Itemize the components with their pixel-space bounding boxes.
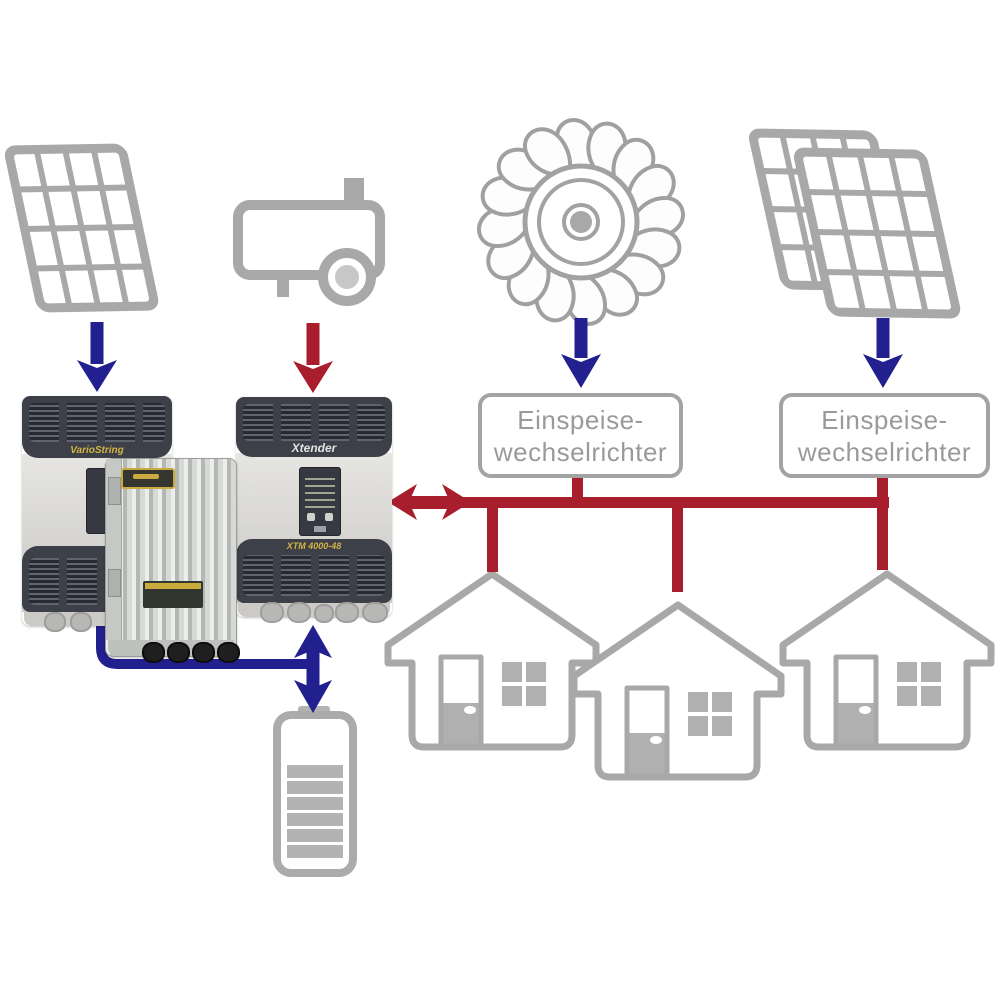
cable-gland-icon (335, 602, 359, 623)
feed-inverter-1-line1: Einspeise- (517, 404, 644, 435)
cable-gland-icon (314, 604, 334, 623)
house-2 (570, 601, 785, 781)
xtender-label: Xtender (291, 441, 337, 455)
vent-grille-icon (243, 404, 385, 441)
solar-panel-right-icon (748, 128, 961, 319)
arrow-turbine-to-inverter (561, 318, 601, 388)
vent-grille-icon (29, 403, 165, 442)
feed-inverter-box-2: Einspeise- wechselrichter (779, 393, 990, 478)
mppt-charger-device (105, 458, 240, 663)
cable-gland-icon (44, 612, 66, 632)
turbine-icon (475, 116, 687, 328)
house-3 (779, 570, 995, 751)
arrow-generator-to-xtender (293, 323, 333, 393)
ac-bus-lines (388, 471, 889, 592)
feed-inverter-2-line2: wechselrichter (797, 436, 972, 467)
panel-logo-icon (305, 526, 335, 532)
hinge-block (108, 569, 121, 597)
hinge-block (108, 477, 121, 505)
variostring-label: VarioString (70, 445, 124, 456)
variostring-display-panel (86, 468, 107, 534)
panel-button (307, 513, 315, 521)
panel-button (325, 513, 333, 521)
house-icons (384, 570, 995, 781)
house-1 (384, 570, 600, 751)
led-indicators-icon (305, 474, 335, 508)
source-arrows (77, 318, 903, 393)
xtender-device: Xtender XTM 4000-48 (236, 397, 392, 623)
cable-gland-icon (217, 642, 240, 663)
arrow-solar-to-variostring (77, 322, 117, 392)
cable-gland-icon (142, 642, 165, 663)
xtender-top-vents: Xtender (236, 397, 392, 457)
dc-wiring (96, 620, 332, 713)
brand-label-icon (121, 468, 175, 489)
mppt-hinge (106, 459, 122, 640)
cable-gland-icon (287, 602, 311, 623)
variostring-top-vents: VarioString (22, 396, 172, 458)
xtender-control-panel (299, 467, 341, 536)
xtender-model-label: XTM 4000-48 (286, 541, 342, 551)
battery-double-arrow (294, 625, 332, 713)
battery-icon (273, 706, 357, 877)
generator-icon (233, 178, 385, 306)
feed-inverter-box-1: Einspeise- wechselrichter (478, 393, 683, 478)
rating-label-icon (143, 581, 203, 608)
feed-inverter-2-line1: Einspeise- (821, 404, 948, 435)
feed-inverter-1-line2: wechselrichter (493, 436, 668, 467)
xtender-bottom-vents: XTM 4000-48 (236, 539, 392, 603)
cable-gland-icon (260, 602, 284, 623)
solar-panel-left-icon (4, 143, 159, 313)
cable-gland-icon (167, 642, 190, 663)
arrow-solar-to-inverter (863, 318, 903, 388)
vent-grille-icon (243, 555, 385, 596)
cable-gland-icon (362, 602, 388, 623)
cable-gland-icon (192, 642, 215, 663)
cable-gland-icon (70, 612, 92, 632)
ac-double-arrow (388, 484, 471, 520)
